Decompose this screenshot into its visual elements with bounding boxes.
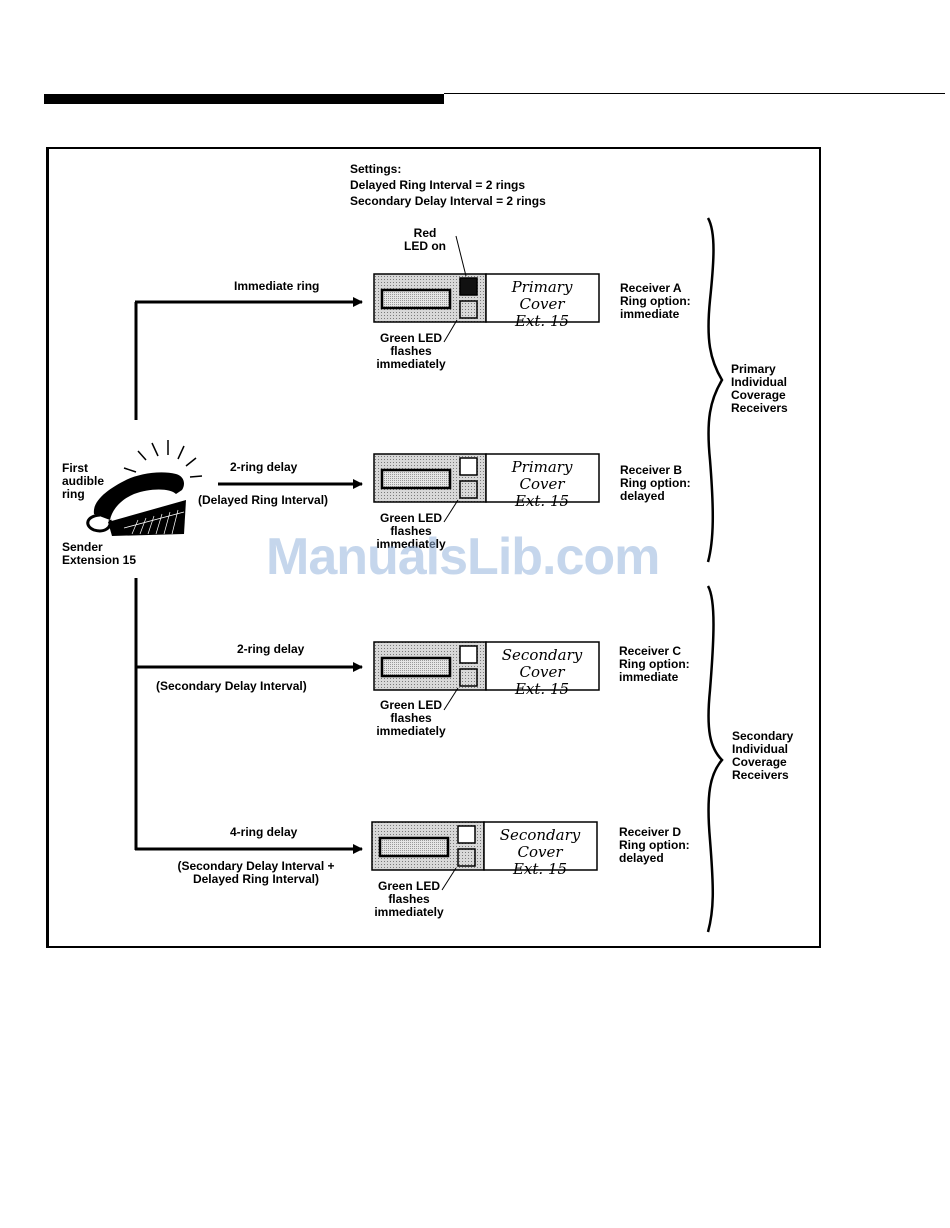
card-d: Secondary Cover Ext. 15 bbox=[485, 827, 595, 878]
receiver-d-label: Receiver D Ring option: delayed bbox=[619, 826, 690, 865]
receiver-c-value: immediate bbox=[619, 670, 679, 684]
header-thick-rule bbox=[44, 94, 444, 104]
card-a-line2: Ext. 15 bbox=[514, 312, 570, 330]
path-b-label: 2-ring delay bbox=[230, 460, 298, 474]
receiver-d-name: Receiver D bbox=[619, 825, 682, 839]
primary-group-label: Primary Individual Coverage Receivers bbox=[731, 362, 788, 415]
card-d-line1: Secondary Cover bbox=[499, 826, 581, 861]
settings-block: Settings: Delayed Ring Interval = 2 ring… bbox=[350, 163, 610, 208]
receiver-d-value: delayed bbox=[619, 851, 664, 865]
path-c-label: 2-ring delay bbox=[237, 642, 305, 656]
card-c-line2: Ext. 15 bbox=[514, 680, 570, 698]
first-ring-label: First audible ring bbox=[62, 461, 105, 501]
receiver-device-a bbox=[373, 235, 600, 343]
receiver-device-d bbox=[371, 821, 598, 891]
receiver-d-option: Ring option: bbox=[619, 838, 690, 852]
secondary-group-label: Secondary Individual Coverage Receivers bbox=[732, 729, 794, 782]
settings-delayed-ring: Delayed Ring Interval = 2 rings bbox=[350, 178, 526, 192]
receiver-device-c bbox=[373, 641, 600, 711]
sender-label: Sender Extension 15 bbox=[62, 540, 137, 567]
green-led-note-d: Green LED flashes immediately bbox=[374, 879, 444, 919]
path-a-label: Immediate ring bbox=[234, 279, 320, 293]
card-d-line2: Ext. 15 bbox=[512, 860, 568, 878]
red-led-note: Red LED on bbox=[404, 226, 446, 253]
card-a: Primary Cover Ext. 15 bbox=[487, 279, 597, 330]
receiver-a-label: Receiver A Ring option: immediate bbox=[620, 282, 691, 321]
receiver-c-label: Receiver C Ring option: immediate bbox=[619, 645, 690, 684]
figure-frame bbox=[46, 147, 821, 948]
sender-phone-icon bbox=[86, 440, 203, 536]
receiver-device-b bbox=[373, 453, 600, 523]
receiver-b-name: Receiver B bbox=[620, 463, 683, 477]
card-b-line1: Primary Cover bbox=[511, 458, 573, 493]
green-led-note-c: Green LED flashes immediately bbox=[376, 698, 446, 738]
green-led-note-b: Green LED flashes immediately bbox=[376, 511, 446, 551]
green-led-note-a: Green LED flashes immediately bbox=[376, 331, 446, 371]
receiver-b-value: delayed bbox=[620, 489, 665, 503]
receiver-c-name: Receiver C bbox=[619, 644, 682, 658]
receiver-b-label: Receiver B Ring option: delayed bbox=[620, 464, 691, 503]
secondary-group-brace bbox=[706, 585, 724, 933]
receiver-a-name: Receiver A bbox=[620, 281, 682, 295]
path-d-sublabel: (Secondary Delay Interval + Delayed Ring… bbox=[177, 859, 335, 886]
path-d-label: 4-ring delay bbox=[230, 825, 298, 839]
path-b-sublabel: (Delayed Ring Interval) bbox=[198, 493, 329, 507]
card-c: Secondary Cover Ext. 15 bbox=[487, 647, 597, 698]
path-c-sublabel: (Secondary Delay Interval) bbox=[156, 679, 307, 693]
card-b-line2: Ext. 15 bbox=[514, 492, 570, 510]
card-a-line1: Primary Cover bbox=[511, 278, 573, 313]
header-thin-rule bbox=[444, 93, 945, 94]
settings-heading: Settings: bbox=[350, 162, 402, 176]
receiver-a-option: Ring option: bbox=[620, 294, 691, 308]
card-b: Primary Cover Ext. 15 bbox=[487, 459, 597, 510]
receiver-b-option: Ring option: bbox=[620, 476, 691, 490]
primary-group-brace bbox=[706, 217, 724, 563]
receiver-c-option: Ring option: bbox=[619, 657, 690, 671]
receiver-a-value: immediate bbox=[620, 307, 680, 321]
card-c-line1: Secondary Cover bbox=[501, 646, 583, 681]
settings-secondary-delay: Secondary Delay Interval = 2 rings bbox=[350, 194, 546, 208]
watermark-text: ManualsLib.com bbox=[266, 528, 660, 586]
